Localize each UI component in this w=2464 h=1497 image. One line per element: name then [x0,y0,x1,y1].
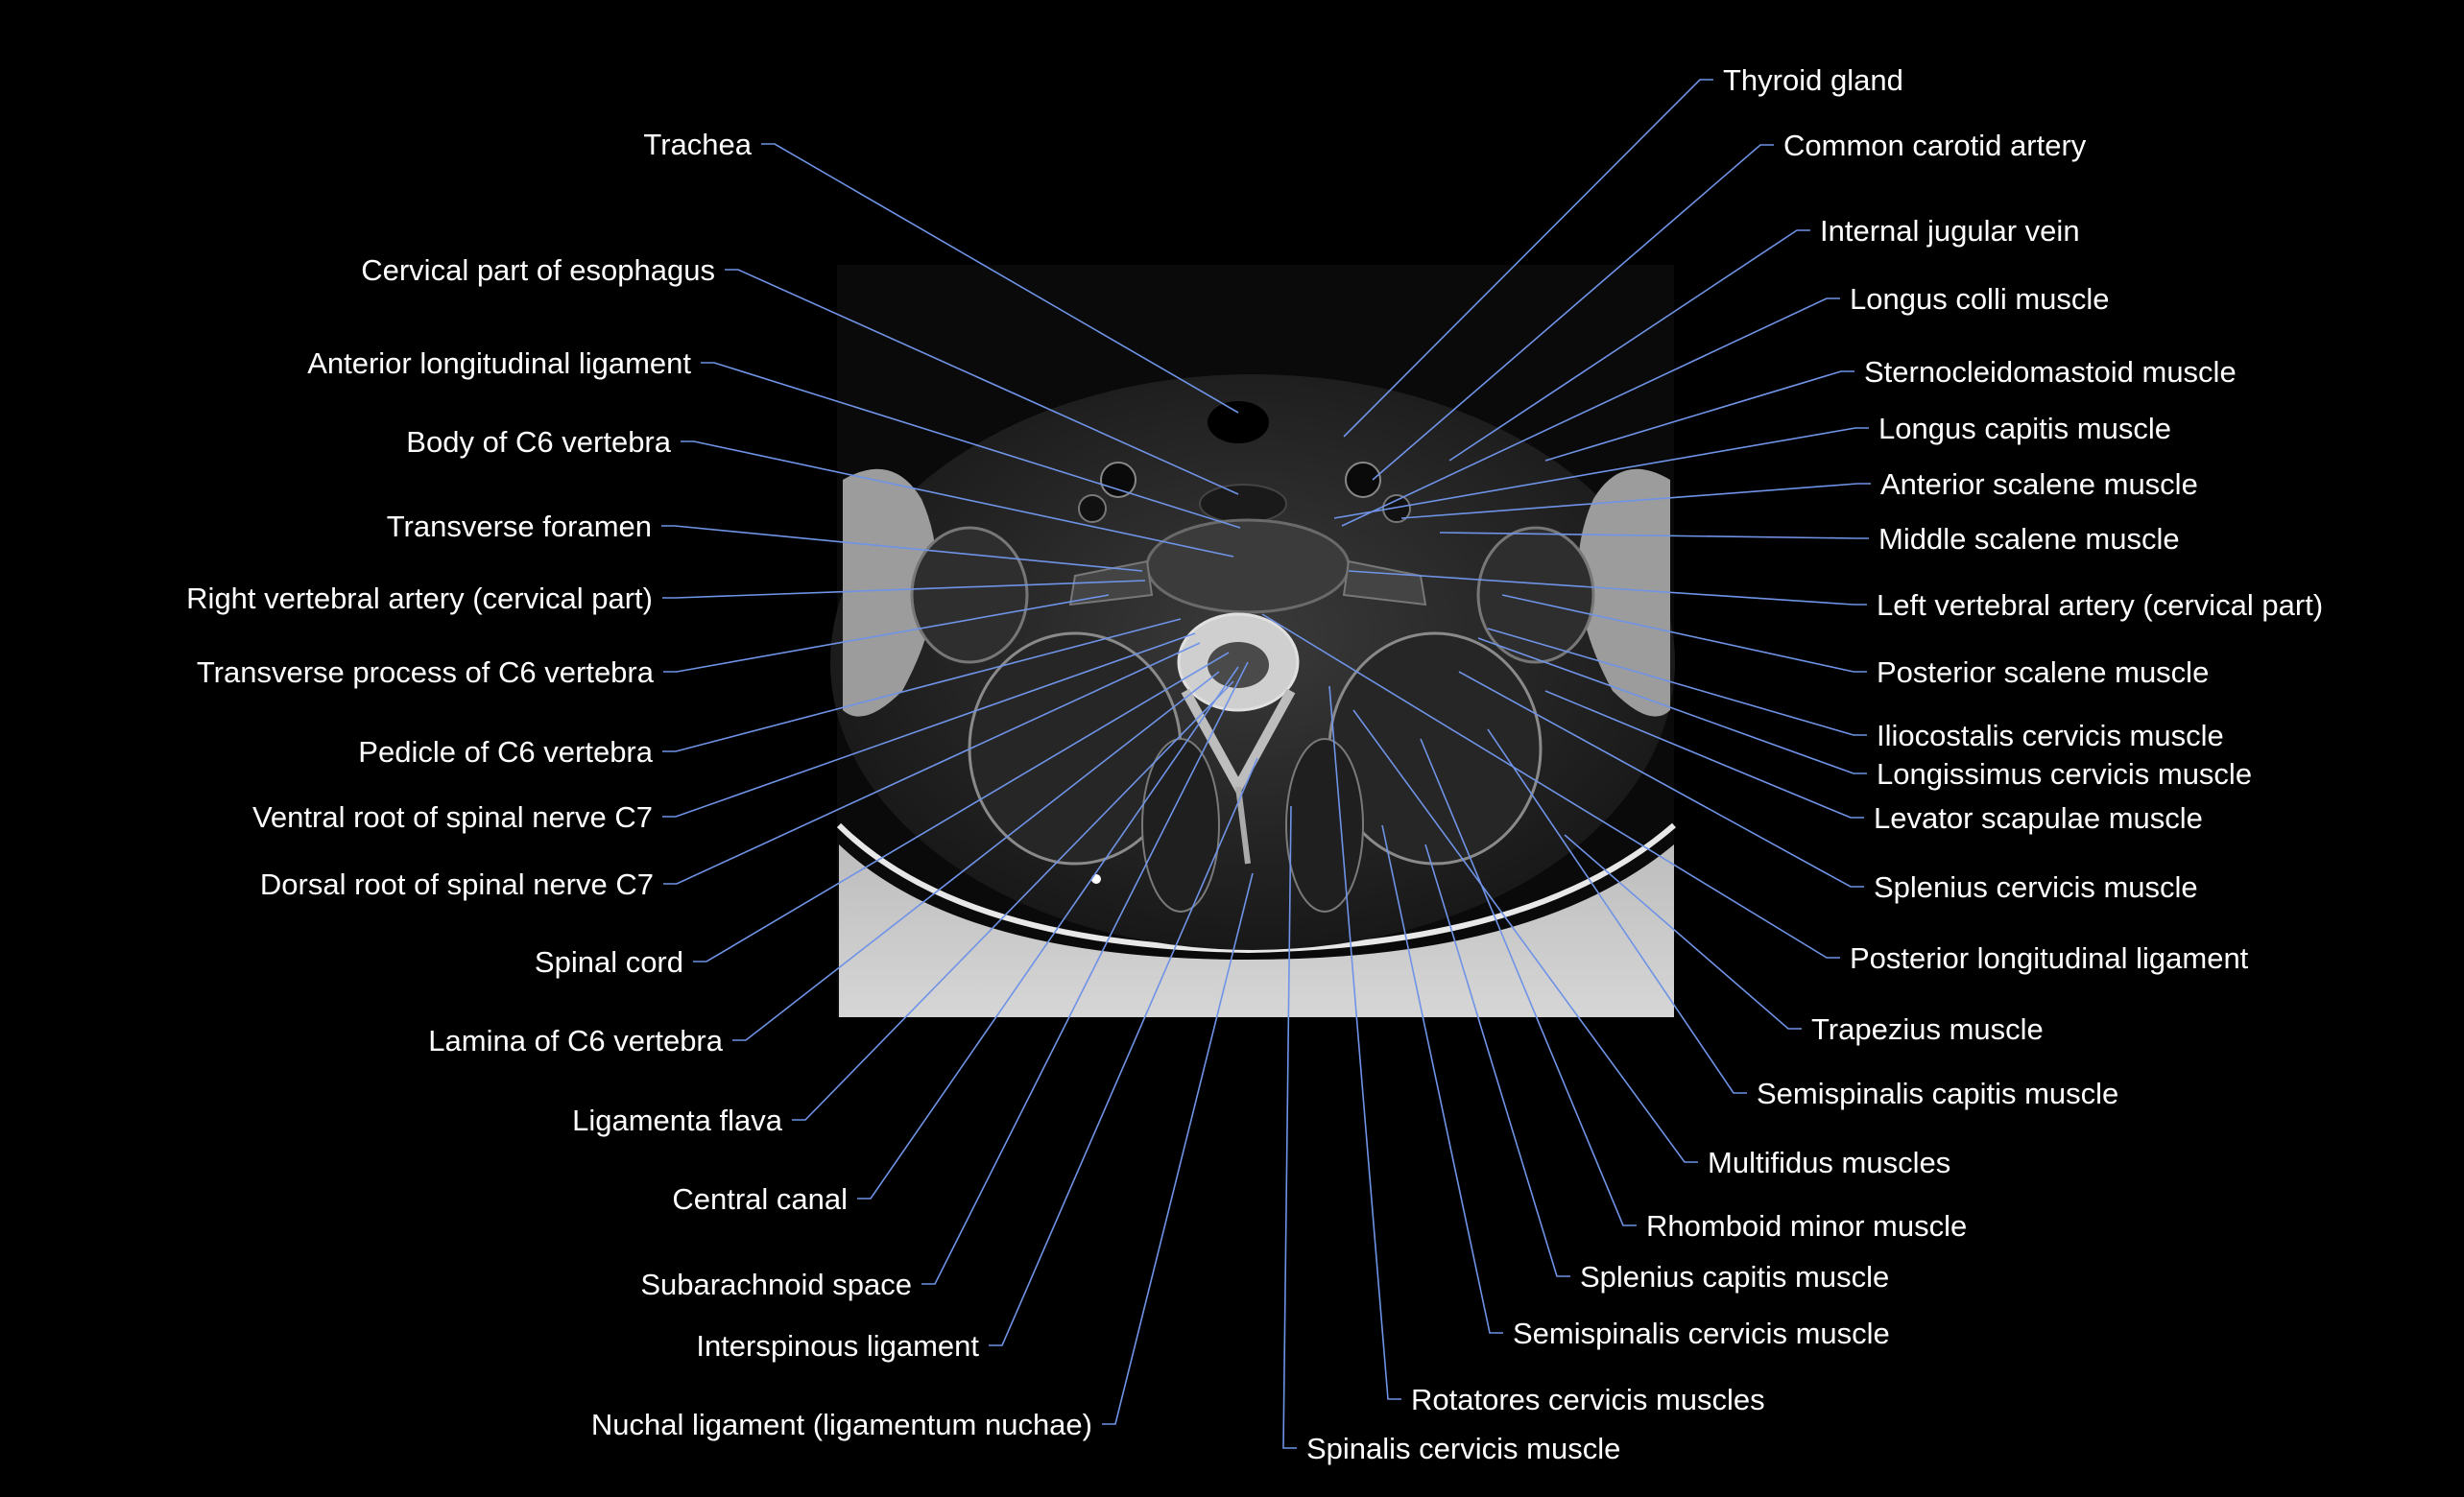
label-pedicle-c6: Pedicle of C6 vertebra [358,735,653,769]
leader-line-pedicle-c6 [662,618,1182,752]
label-lamina-c6: Lamina of C6 vertebra [428,1024,723,1057]
label-trapezius: Trapezius muscle [1811,1012,2044,1046]
label-semispinalis-capitis: Semispinalis capitis muscle [1757,1077,2118,1110]
leader-lines [661,79,1871,1449]
label-posterior-longitudinal-ligament: Posterior longitudinal ligament [1850,941,2249,975]
leader-line-sternocleidomastoid [1544,370,1854,462]
leader-line-spinal-cord [693,652,1230,962]
label-cervical-esophagus: Cervical part of esophagus [361,253,715,287]
leader-line-trachea [761,143,1239,414]
label-anterior-longitudinal-ligament: Anterior longitudinal ligament [307,346,691,380]
label-semispinalis-cervicis: Semispinalis cervicis muscle [1513,1317,1890,1350]
label-longus-capitis: Longus capitis muscle [1878,412,2171,445]
label-posterior-scalene: Posterior scalene muscle [1877,655,2209,689]
leader-line-thyroid-gland [1343,79,1713,438]
leader-line-splenius-cervicis [1458,671,1864,888]
label-rotatores-cervicis: Rotatores cervicis muscles [1411,1383,1765,1416]
leader-line-ventral-root-c7 [662,632,1196,818]
label-internal-jugular-vein: Internal jugular vein [1820,214,2080,248]
leader-line-semispinalis-cervicis [1381,824,1503,1334]
leader-line-longus-capitis [1333,427,1869,519]
label-splenius-cervicis: Splenius cervicis muscle [1874,870,2198,904]
label-dorsal-root-c7: Dorsal root of spinal nerve C7 [260,867,654,901]
leader-line-lamina-c6 [732,671,1220,1041]
leader-line-posterior-longitudinal-ligament [1261,613,1840,959]
leader-line-splenius-capitis [1424,844,1570,1277]
label-nuchal-ligament: Nuchal ligament (ligamentum nuchae) [591,1408,1092,1441]
leader-line-middle-scalene [1439,532,1869,539]
leader-line-levator-scapulae [1544,690,1864,819]
leader-line-subarachnoid-space [921,661,1249,1285]
label-multifidus: Multifidus muscles [1708,1146,1950,1179]
leader-line-common-carotid-artery [1372,144,1774,481]
leader-line-rhomboid-minor [1420,738,1637,1226]
leader-line-trapezius [1564,834,1802,1030]
leader-line-posterior-scalene [1501,594,1867,673]
leader-line-spinalis-cervicis [1282,805,1297,1449]
leader-line-multifidus [1352,709,1698,1163]
leader-line-rotatores-cervicis [1328,685,1401,1400]
label-thyroid-gland: Thyroid gland [1723,63,1903,97]
leader-line-semispinalis-capitis [1487,728,1747,1094]
leader-line-central-canal [857,666,1239,1200]
leader-line-transverse-process-c6 [663,594,1110,673]
leader-line-nuchal-ligament [1102,872,1254,1425]
label-longissimus-cervicis: Longissimus cervicis muscle [1877,757,2252,791]
label-interspinous-ligament: Interspinous ligament [696,1329,979,1363]
label-left-vertebral-artery: Left vertebral artery (cervical part) [1877,588,2323,622]
label-body-c6: Body of C6 vertebra [406,425,671,459]
leader-line-longissimus-cervicis [1477,637,1867,774]
leader-line-ligamenta-flava [792,680,1234,1121]
label-trachea: Trachea [643,128,752,161]
leader-line-internal-jugular-vein [1448,229,1810,462]
leader-line-interspinous-ligament [989,757,1258,1346]
label-rhomboid-minor: Rhomboid minor muscle [1646,1209,1967,1243]
leader-line-right-vertebral-artery [662,580,1146,599]
label-levator-scapulae: Levator scapulae muscle [1874,801,2203,835]
leader-line-anterior-scalene [1400,483,1871,519]
mri-slice [830,265,1676,1017]
label-common-carotid-artery: Common carotid artery [1783,129,2087,162]
label-central-canal: Central canal [672,1182,848,1216]
label-spinal-cord: Spinal cord [535,945,683,979]
label-ventral-root-c7: Ventral root of spinal nerve C7 [252,800,653,834]
label-iliocostalis-cervicis: Iliocostalis cervicis muscle [1877,719,2224,752]
leader-line-longus-colli [1341,297,1840,527]
leader-line-cervical-esophagus [725,269,1239,495]
label-sternocleidomastoid: Sternocleidomastoid muscle [1864,355,2237,389]
leader-line-iliocostalis-cervicis [1487,628,1867,736]
leader-line-anterior-longitudinal-ligament [701,362,1241,529]
label-longus-colli: Longus colli muscle [1850,282,2110,316]
label-spinalis-cervicis: Spinalis cervicis muscle [1306,1432,1620,1465]
leader-line-transverse-foramen [661,525,1143,572]
label-splenius-capitis: Splenius capitis muscle [1580,1260,1889,1294]
label-ligamenta-flava: Ligamenta flava [572,1104,783,1137]
leader-line-body-c6 [681,440,1234,558]
label-anterior-scalene: Anterior scalene muscle [1880,467,2198,501]
label-transverse-process-c6: Transverse process of C6 vertebra [197,655,655,689]
label-transverse-foramen: Transverse foramen [387,510,652,543]
label-right-vertebral-artery: Right vertebral artery (cervical part) [186,582,653,615]
label-middle-scalene: Middle scalene muscle [1878,522,2180,556]
label-subarachnoid-space: Subarachnoid space [640,1268,912,1301]
leader-line-dorsal-root-c7 [663,642,1201,885]
leader-line-left-vertebral-artery [1348,570,1867,606]
